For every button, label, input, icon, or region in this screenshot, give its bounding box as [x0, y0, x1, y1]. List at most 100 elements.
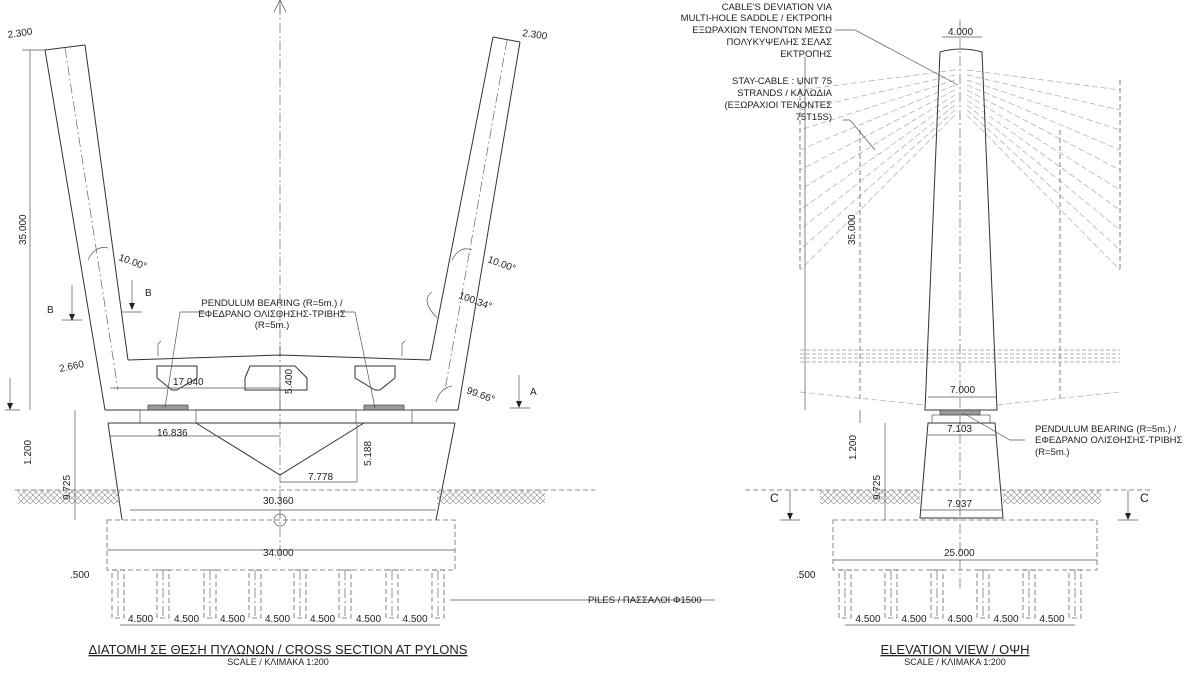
svg-text:75T15S): 75T15S)	[796, 112, 832, 123]
section-mark-c-right: C	[1140, 491, 1149, 505]
svg-text:ΕΞΩΡΑΧΙΩΝ ΤΕΝΟΝΤΩΝ ΜΕΣΩ: ΕΞΩΡΑΧΙΩΝ ΤΕΝΟΝΤΩΝ ΜΕΣΩ	[692, 25, 832, 36]
stay-cable	[966, 109, 1121, 251]
dim-pier-base: 7.937	[947, 499, 972, 510]
stay-cable	[799, 99, 956, 211]
cross-section-scale: SCALE / ΚΛΙΜΑΚΑ 1:200	[227, 657, 329, 667]
stay-cable	[966, 74, 1121, 111]
svg-text:(R=5m.): (R=5m.)	[255, 320, 290, 331]
soil-hatch	[820, 490, 920, 504]
left-pylon	[44, 44, 129, 411]
pile	[838, 569, 852, 619]
bearing-note: PENDULUM BEARING (R=5m.) / ΕΦΕΔΡΑΝΟ ΟΛΙΣ…	[198, 298, 346, 331]
dim-pylon-top-right: 2.300	[522, 28, 549, 42]
dim-height: 35.000	[18, 214, 29, 245]
axis-marker-icon	[273, 513, 287, 527]
piles	[111, 569, 445, 619]
stay-cable	[799, 114, 956, 271]
stay-cable	[966, 114, 1121, 271]
stay-cable	[799, 89, 956, 171]
elevation-title: ELEVATION VIEW / ΟΨΗ	[880, 642, 1029, 657]
section-mark-b-right: B	[145, 288, 152, 299]
svg-text:PENDULUM BEARING (R=5m.) /: PENDULUM BEARING (R=5m.) /	[1035, 424, 1177, 435]
pile	[431, 569, 445, 619]
stay-cable	[966, 89, 1121, 171]
svg-text:ΕΦΕΔΡΑΝΟ ΟΛΙΣΘΗΣΗΣ-ΤΡΙΒΗΣ: ΕΦΕΔΡΑΝΟ ΟΛΙΣΘΗΣΗΣ-ΤΡΙΒΗΣ	[198, 309, 346, 320]
dim-edge: .500	[796, 570, 816, 581]
saddle-note: CABLE'S DEVIATION VIA MULTI-HOLE SADDLE …	[681, 2, 833, 60]
svg-text:STAY-CABLE : UNIT 75: STAY-CABLE : UNIT 75	[732, 76, 832, 87]
stay-cable	[966, 84, 1121, 151]
dim-pile-spacing: 4.500	[310, 614, 335, 625]
stay-cable	[799, 109, 956, 251]
pile	[930, 569, 944, 619]
dim-pier-top: 7.103	[947, 424, 972, 435]
dim-cap: 1.200	[848, 435, 859, 460]
dim-pile-spacing: 4.500	[947, 614, 972, 625]
dim-v-half: 7.778	[308, 472, 333, 483]
pier	[107, 422, 456, 521]
dim-pile-spacing: 4.500	[855, 614, 880, 625]
pile	[1022, 569, 1036, 619]
dim-pylon-base: 7.000	[950, 385, 975, 396]
dim-pile-spacing: 4.500	[402, 614, 427, 625]
dim-pylon-top-left: 2.300	[7, 27, 34, 41]
elevation-view: 4.000 35.000 7.000 7.103 7.937 1.200 9.7…	[681, 2, 1183, 667]
dim-pile-spacing: 4.500	[174, 614, 199, 625]
section-mark-a: A	[530, 387, 537, 398]
dim-pile-spacing: 4.500	[1039, 614, 1064, 625]
stay-cable	[966, 79, 1121, 131]
pile-cap	[106, 519, 456, 571]
dim-pier-height: 9.725	[872, 475, 883, 500]
dim-angle-base: 99.66°	[465, 385, 496, 405]
pylon-elevation	[924, 48, 998, 411]
svg-text:ΠΟΛΥΚΥΨΕΛΗΣ ΣΕΛΑΣ: ΠΟΛΥΚΥΨΕΛΗΣ ΣΕΛΑΣ	[727, 37, 833, 48]
box-girders	[156, 365, 396, 391]
deck-elevation	[799, 349, 1121, 406]
pile	[385, 569, 399, 619]
cross-section-view: 2.300 2.300 35.000 10.00° 10.00° 100.34°…	[5, 0, 595, 667]
bearing	[939, 409, 981, 416]
dim-pile-cap: 34.000	[263, 548, 294, 559]
stay-cables	[799, 69, 1121, 271]
pile	[156, 569, 170, 619]
dim-pile-spacing: 4.500	[220, 614, 245, 625]
bearing-note: PENDULUM BEARING (R=5m.) / ΕΦΕΔΡΑΝΟ ΟΛΙΣ…	[1035, 424, 1183, 458]
dim-pier-height: 9.725	[62, 475, 73, 500]
pile	[248, 569, 262, 619]
right-bearing	[355, 409, 413, 424]
dim-pile-cap: 25.000	[944, 548, 975, 559]
pile	[293, 569, 307, 619]
pile	[1068, 569, 1082, 619]
dim-pile-spacing: 4.500	[128, 614, 153, 625]
dim-angle-right: 10.00°	[486, 254, 517, 274]
dim-deck-depth: 5.400	[284, 369, 295, 394]
stay-cable	[799, 79, 956, 131]
piles-note: PILES / ΠΑΣΣΑΛΟΙ Φ1500	[588, 595, 702, 606]
piles	[838, 569, 1082, 619]
dim-pile-spacing: 4.500	[265, 614, 290, 625]
dim-angle-left: 10.00°	[117, 252, 148, 272]
dim-top: 4.000	[948, 27, 973, 38]
dim-edge: .500	[70, 570, 90, 581]
north-arrow-icon	[273, 0, 287, 14]
elevation-scale: SCALE / ΚΛΙΜΑΚΑ 1:200	[904, 657, 1006, 667]
pile	[203, 569, 217, 619]
svg-text:(ΕΞΩΡΑΧΙΟΙ ΤΕΝΟΝΤΕΣ: (ΕΞΩΡΑΧΙΟΙ ΤΕΝΟΝΤΕΣ	[725, 100, 833, 111]
stay-cable	[799, 104, 956, 231]
dim-pylon-base: 2.660	[58, 359, 85, 375]
svg-text:ΕΦΕΔΡΑΝΟ ΟΛΙΣΘΗΣΗΣ-ΤΡΙΒΗΣ: ΕΦΕΔΡΑΝΟ ΟΛΙΣΘΗΣΗΣ-ΤΡΙΒΗΣ	[1035, 435, 1183, 446]
stay-cable	[966, 94, 1121, 191]
dim-v-depth: 5.188	[363, 441, 374, 466]
stay-cable	[966, 104, 1121, 231]
dim-half-deck: 17.040	[173, 377, 204, 388]
svg-text:ΕΚΤΡΟΠΗΣ: ΕΚΤΡΟΠΗΣ	[780, 49, 832, 60]
svg-text:STRANDS / ΚΑΛΩΔΙΑ: STRANDS / ΚΑΛΩΔΙΑ	[737, 88, 832, 99]
pile	[111, 569, 125, 619]
dim-pile-spacing: 4.500	[356, 614, 381, 625]
stay-cable-note: STAY-CABLE : UNIT 75 STRANDS / ΚΑΛΩΔΙΑ (…	[725, 76, 833, 123]
left-bearing	[139, 409, 197, 424]
dim-pile-spacing: 4.500	[901, 614, 926, 625]
stay-cable	[966, 69, 1121, 91]
